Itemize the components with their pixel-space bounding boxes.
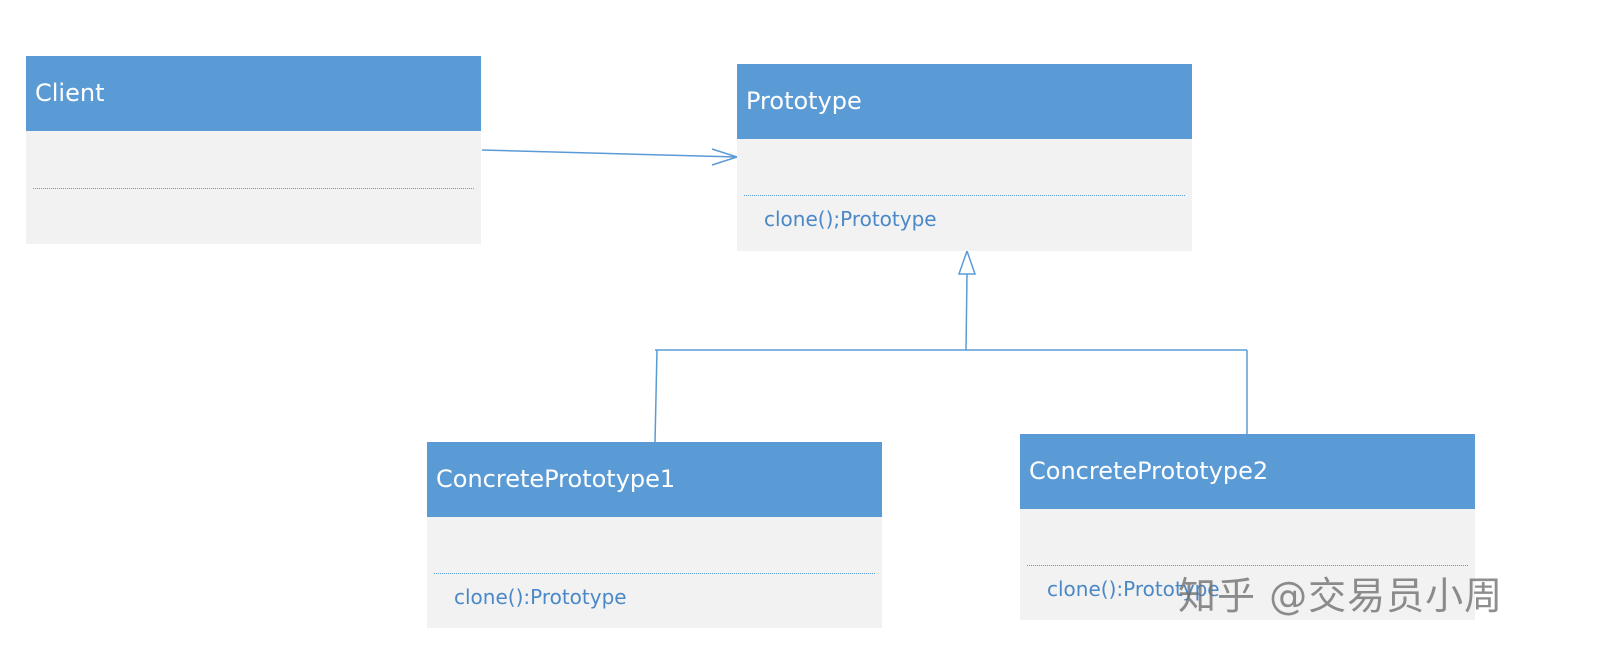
class-concrete-prototype-2-divider: [1027, 565, 1468, 566]
association-arrowhead: [711, 148, 740, 166]
class-prototype-divider: [744, 195, 1185, 196]
association-line-client-prototype: [481, 149, 738, 158]
generalization-branch-concrete-1: [654, 349, 658, 443]
class-concrete-prototype-1-operation: clone():Prototype: [454, 585, 627, 609]
class-client-divider: [33, 188, 474, 189]
class-concrete-prototype-1-name: ConcretePrototype1: [427, 442, 882, 517]
class-concrete-prototype-1[interactable]: ConcretePrototype1 clone():Prototype: [427, 442, 882, 628]
class-concrete-prototype-2[interactable]: ConcretePrototype2 clone():Prototype: [1020, 434, 1475, 620]
zhihu-watermark: 知乎 @交易员小周: [1178, 574, 1504, 618]
class-prototype-operation: clone();Prototype: [764, 207, 937, 231]
class-concrete-prototype-2-name: ConcretePrototype2: [1020, 434, 1475, 509]
generalization-trunk-line: [965, 273, 968, 351]
class-prototype-name: Prototype: [737, 64, 1192, 139]
generalization-arrowhead: [957, 248, 977, 275]
class-client-name: Client: [26, 56, 481, 131]
class-concrete-prototype-2-operation: clone():Prototype: [1047, 577, 1220, 601]
class-client[interactable]: Client: [26, 56, 481, 244]
class-prototype[interactable]: Prototype clone();Prototype: [737, 64, 1192, 251]
class-concrete-prototype-1-divider: [434, 573, 875, 574]
